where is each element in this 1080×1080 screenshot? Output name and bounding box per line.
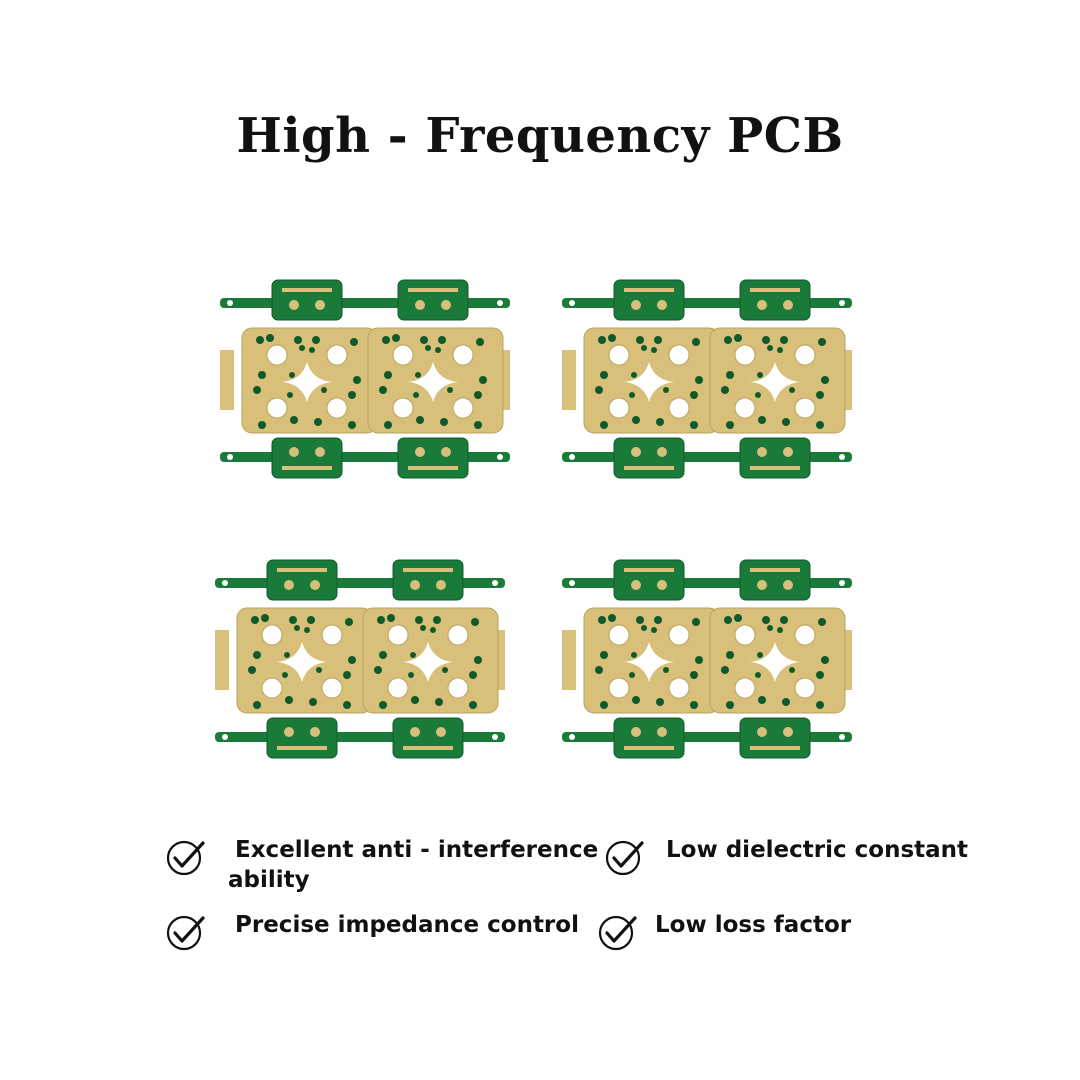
pcb-panel-3 [215,560,505,758]
check-circle-icon [597,912,639,962]
check-circle-icon [165,912,207,962]
feature-label: Low dielectric constant [658,837,969,863]
feature-low-dielectric: Low dielectric constant [604,835,1004,876]
check-circle-icon [604,837,646,887]
feature-anti-interference: Excellent anti - interference ability [165,835,598,895]
pcb-panel-2 [562,280,852,478]
feature-label: Low loss factor [647,912,852,938]
pcb-panels-graphic [200,260,880,790]
pcb-image [200,260,880,790]
feature-label: Excellent anti - interference [227,837,599,863]
feature-label: Precise impedance control [227,912,579,938]
pcb-panel-1 [220,280,510,478]
page-title: High - Frequency PCB [236,108,844,164]
pcb-panel-4 [562,560,852,758]
feature-label-line2: ability [228,867,310,893]
feature-low-loss: Low loss factor [597,910,997,951]
feature-impedance: Precise impedance control [165,910,585,951]
check-circle-icon [165,837,207,887]
